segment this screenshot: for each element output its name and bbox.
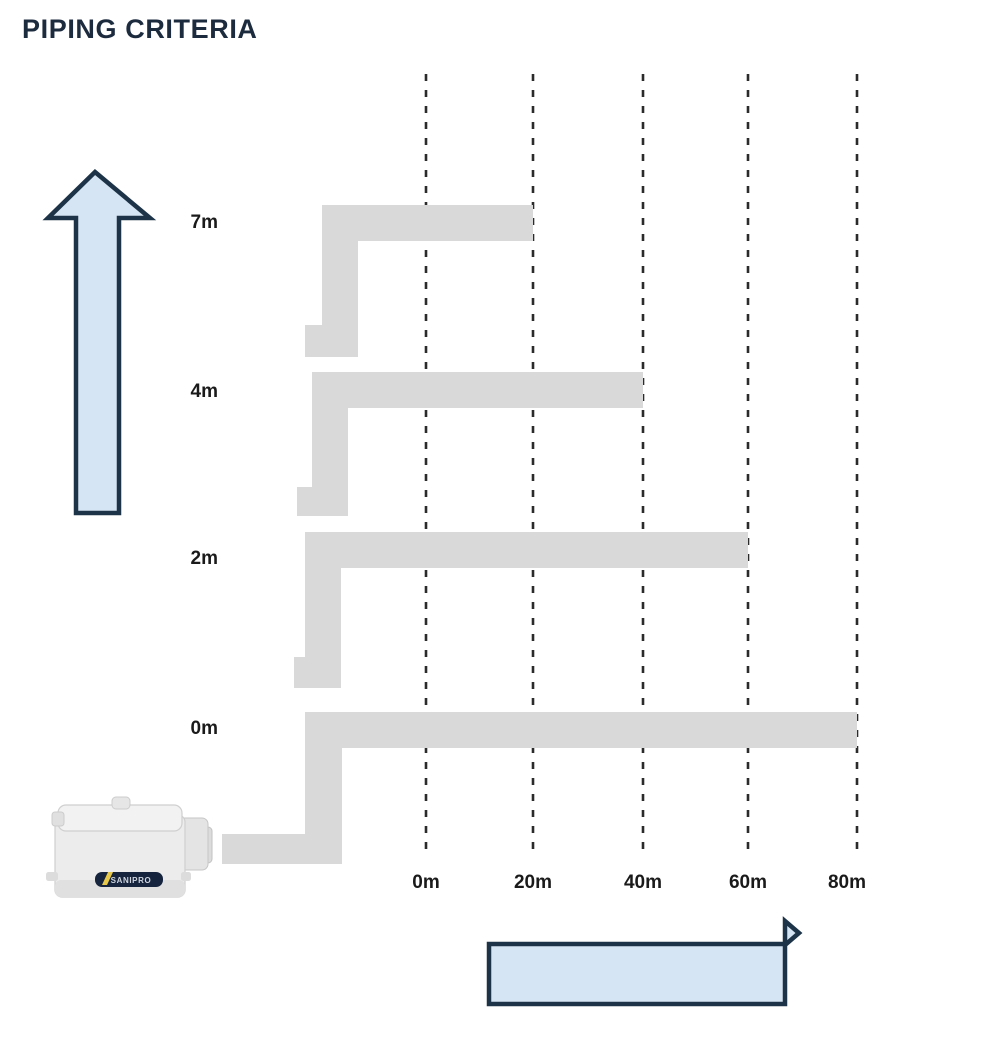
svg-text:SANIPRO: SANIPRO xyxy=(111,876,152,885)
y-axis-label-0m: 0m xyxy=(190,718,218,739)
x-axis-label-0m: 0m xyxy=(412,872,440,893)
pipe-run-0m xyxy=(222,712,857,864)
gridlines-group xyxy=(424,74,859,852)
y-axis-label-7m: 7m xyxy=(190,212,218,233)
pipe-run-4m xyxy=(297,372,643,516)
horizontal-direction-arrow xyxy=(486,916,803,1007)
x-axis-label-40m: 40m xyxy=(623,872,663,893)
x-axis-label-60m: 60m xyxy=(728,872,768,893)
x-axis-label-20m: 20m xyxy=(513,872,553,893)
vertical-direction-arrow xyxy=(42,168,157,516)
horizontal-arrow-shape xyxy=(486,916,803,1007)
x-axis-label-80m: 80m xyxy=(827,872,867,893)
pipe-run-2m xyxy=(294,532,748,688)
y-axis-label-2m: 2m xyxy=(190,548,218,569)
page-title: PIPING CRITERIA xyxy=(22,14,258,44)
pipe-run-7m xyxy=(305,205,533,357)
macerator-pump: SANIPRO xyxy=(46,796,213,898)
y-axis-label-4m: 4m xyxy=(190,381,218,402)
